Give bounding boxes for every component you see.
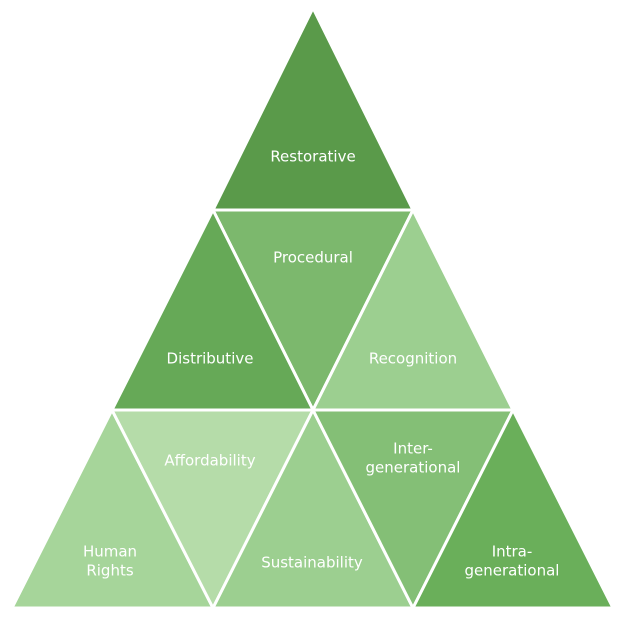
restorative-label: Restorative <box>270 148 355 166</box>
restorative-segment <box>211 6 415 212</box>
intra-generational-label-line-2: generational <box>465 562 560 580</box>
human-rights-label-line-1: Human <box>83 543 137 561</box>
procedural-label: Procedural <box>273 249 353 267</box>
affordability-label: Affordability <box>164 452 255 470</box>
intra-generational-label-line-1: Intra- <box>492 543 533 561</box>
intra-generational-segment <box>411 408 615 610</box>
human-rights-label-line-2: Rights <box>86 562 133 580</box>
sustainability-label: Sustainability <box>261 554 363 572</box>
recognition-label: Recognition <box>369 350 457 368</box>
distributive-label: Distributive <box>167 350 254 368</box>
inter-generational-label-line-1: Inter- <box>393 440 433 458</box>
inter-generational-label-line-2: generational <box>366 459 461 477</box>
